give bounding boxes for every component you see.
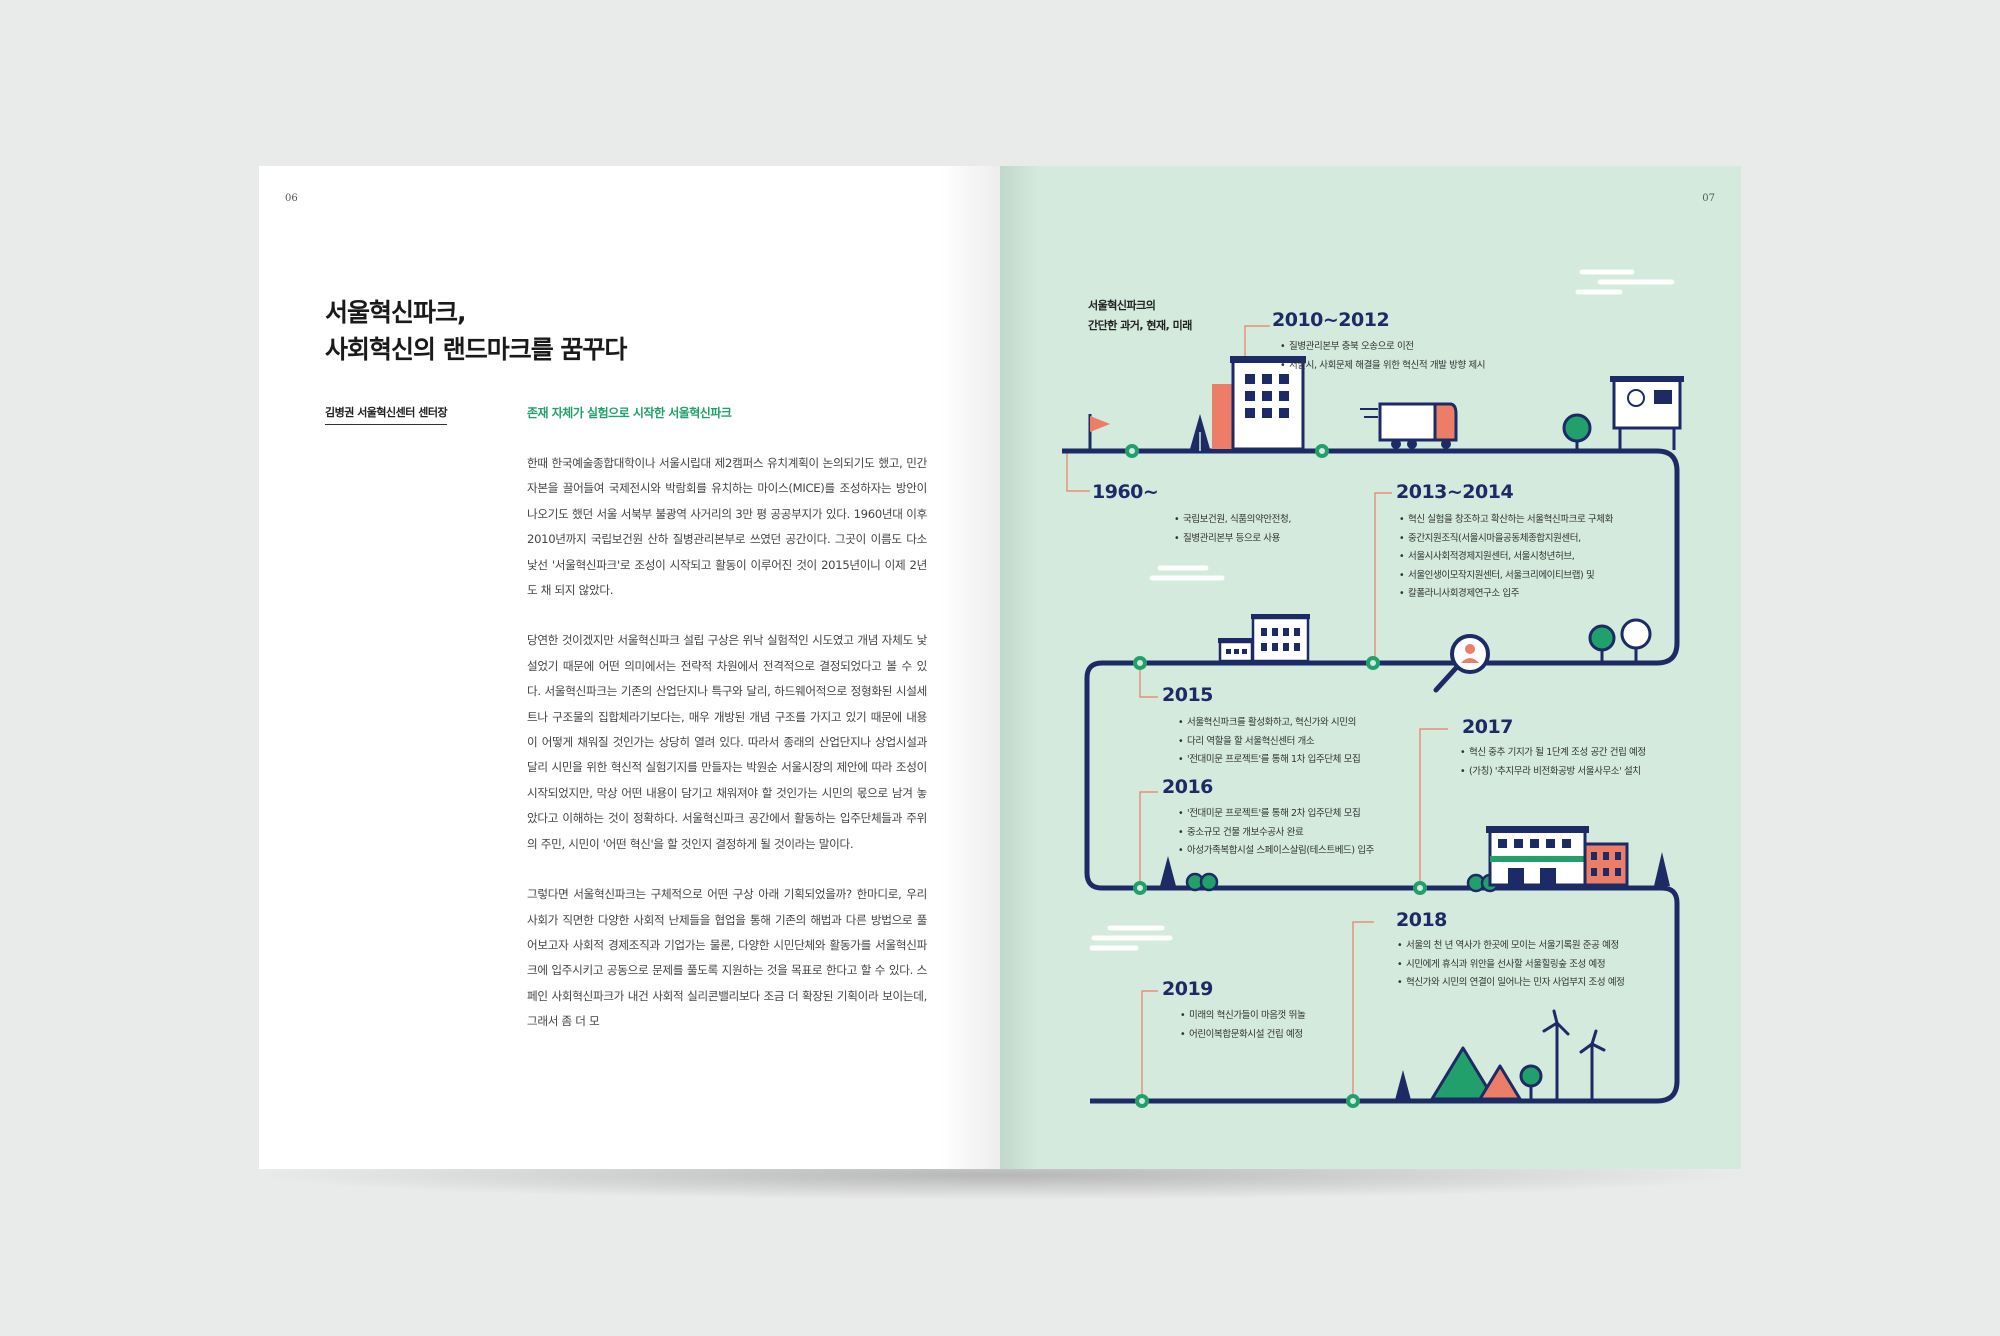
cloud-icon bbox=[1149, 565, 1225, 581]
tree-icon bbox=[1654, 852, 1670, 886]
paragraph: 한때 한국예술종합대학이나 서울시립대 제2캠퍼스 유치계획이 논의되기도 했고… bbox=[527, 456, 927, 598]
bush-icon bbox=[1185, 872, 1219, 892]
timeline-details: 질병관리본부 충북 오송으로 이전 서울시, 사회문제 해결을 위한 혁신적 개… bbox=[1280, 338, 1486, 376]
timeline-detail-item: (가칭) '추지무라 비전화공방 서울사무소' 설치 bbox=[1460, 763, 1646, 782]
timeline-details: '전대미문 프로젝트'를 통해 2차 입주단체 모집 중소규모 건물 개보수공사… bbox=[1178, 805, 1374, 861]
timeline-details: 서울혁신파크를 활성화하고, 혁신가와 시민의 다리 역할을 할 서울혁신센터 … bbox=[1178, 714, 1361, 770]
title-line-1: 서울혁신파크, bbox=[325, 298, 467, 327]
timeline-detail-item: 미래의 혁신가들이 마음껏 뛰놀 bbox=[1180, 1007, 1306, 1026]
timeline-year: 2015 bbox=[1162, 684, 1213, 706]
timeline-detail-item: 칼폴라니사회경제연구소 입주 bbox=[1399, 585, 1613, 604]
timeline-details: 혁신 중추 기지가 될 1단계 조성 공간 건립 예정 (가칭) '추지무라 비… bbox=[1460, 744, 1646, 781]
timeline-detail-item: 서울시사회적경제지원센터, 서울시청년허브, bbox=[1399, 548, 1613, 567]
timeline-detail-item: 다리 역할을 할 서울혁신센터 개소 bbox=[1178, 733, 1360, 752]
author-credit: 김병권 서울혁신센터 센터장 bbox=[325, 404, 448, 425]
timeline-detail-item: 서울시, 사회문제 해결을 위한 혁신적 개발 방향 제시 bbox=[1280, 357, 1486, 376]
wind-turbine-icon bbox=[1542, 1009, 1606, 1101]
timeline-detail-item: 서울의 천 년 역사가 한곳에 모이는 서울기록원 준공 예정 bbox=[1397, 937, 1625, 956]
timeline-detail-item: 서울인생이모작지원센터, 서울크리에이티브랩) 및 bbox=[1399, 567, 1613, 586]
timeline-details: 국립보건원, 식품의약안전청, 질병관리본부 등으로 사용 bbox=[1174, 511, 1291, 548]
article-body: 한때 한국예술종합대학이나 서울시립대 제2캠퍼스 유치계획이 논의되기도 했고… bbox=[527, 451, 927, 1060]
timeline-detail-item: 혁신가와 시민의 연결이 일어나는 민자 사업부지 조성 예정 bbox=[1397, 974, 1625, 993]
title-line-2: 사회혁신의 랜드마크를 꿈꾸다 bbox=[325, 335, 627, 364]
right-page: 07 bbox=[1000, 166, 1741, 1169]
timeline-year: 2019 bbox=[1162, 978, 1213, 1000]
timeline-year: 2010~2012 bbox=[1272, 309, 1390, 331]
paragraph: 당연한 것이겠지만 서울혁신파크 설립 구상은 위낙 실험적인 시도였고 개념 … bbox=[527, 633, 927, 851]
infographic-title: 서울혁신파크의 간단한 과거, 현재, 미래 bbox=[1088, 296, 1192, 336]
left-page: 06 서울혁신파크, 사회혁신의 랜드마크를 꿈꾸다 김병권 서울혁신센터 센터… bbox=[259, 166, 1000, 1169]
timeline-detail-item: 중소규모 건물 개보수공사 완료 bbox=[1178, 824, 1374, 843]
tree-icon bbox=[1395, 1070, 1411, 1100]
timeline-detail-item: 국립보건원, 식품의약안전청, bbox=[1174, 511, 1291, 530]
paragraph: 그렇다면 서울혁신파크는 구체적으로 어떤 구상 아래 기획되었을까? 한마디로… bbox=[527, 887, 927, 1029]
timeline-year: 2013~2014 bbox=[1396, 481, 1514, 503]
timeline-road-illustration bbox=[1062, 269, 1684, 1108]
timeline-detail-item: 서울혁신파크를 활성화하고, 혁신가와 시민의 bbox=[1178, 714, 1360, 733]
section-subheading: 존재 자체가 실험으로 시작한 서울혁신파크 bbox=[527, 406, 732, 420]
tree-icon bbox=[1562, 413, 1592, 450]
timeline-detail-item: 시민에게 휴식과 위안을 선사할 서울힐링숲 조성 예정 bbox=[1397, 956, 1625, 975]
tree-icon bbox=[1519, 1064, 1543, 1100]
timeline-details: 미래의 혁신가들이 마음껏 뛰놀 어린이복합문화시설 건립 예정 bbox=[1180, 1007, 1306, 1045]
page-number-right: 07 bbox=[1702, 193, 1715, 204]
cloud-icon bbox=[1575, 269, 1675, 295]
timeline-marker-icon bbox=[1125, 444, 1427, 1108]
building-icon bbox=[1486, 826, 1629, 887]
timeline-year: 1960~ bbox=[1092, 481, 1159, 503]
truck-icon bbox=[1360, 402, 1458, 449]
mountain-icon bbox=[1430, 1046, 1522, 1101]
timeline-detail-item: 혁신 실험을 창조하고 확산하는 서울혁신파크로 구체화 bbox=[1399, 511, 1613, 530]
timeline-details: 서울의 천 년 역사가 한곳에 모이는 서울기록원 준공 예정 시민에게 휴식과… bbox=[1397, 937, 1625, 993]
plan-board-icon bbox=[1610, 376, 1684, 450]
infographic-title-line: 간단한 과거, 현재, 미래 bbox=[1088, 319, 1192, 332]
tree-icon bbox=[1160, 856, 1176, 886]
timeline-detail-item: 질병관리본부 충북 오송으로 이전 bbox=[1280, 338, 1485, 357]
timeline-detail-item: 아성가족복합시설 스페이스살림(테스트베드) 입주 bbox=[1178, 842, 1374, 861]
timeline-detail-item: 중간지원조직(서울시마을공동체종합지원센터, bbox=[1399, 530, 1613, 549]
timeline-detail-item: 어린이복합문화시설 건립 예정 bbox=[1180, 1026, 1305, 1045]
magnifier-icon bbox=[1433, 634, 1490, 693]
timeline-year: 2018 bbox=[1396, 909, 1447, 931]
timeline-year: 2016 bbox=[1162, 776, 1213, 798]
timeline-detail-item: 혁신 중추 기지가 될 1단계 조성 공간 건립 예정 bbox=[1460, 744, 1646, 763]
timeline-detail-item: 질병관리본부 등으로 사용 bbox=[1174, 530, 1291, 549]
timeline-details: 혁신 실험을 창조하고 확산하는 서울혁신파크로 구체화 중간지원조직(서울시마… bbox=[1399, 511, 1613, 604]
timeline-detail-item: '전대미문 프로젝트'를 통해 2차 입주단체 모집 bbox=[1178, 805, 1374, 824]
cloud-icon bbox=[1089, 925, 1173, 951]
timeline-detail-item: '전대미문 프로젝트'를 통해 1차 입주단체 모집 bbox=[1178, 751, 1361, 770]
tree-icon bbox=[1190, 414, 1210, 451]
infographic-title-line: 서울혁신파크의 bbox=[1088, 299, 1156, 312]
page-number-left: 06 bbox=[285, 193, 298, 204]
building-icon bbox=[1218, 614, 1310, 663]
tree-icon bbox=[1588, 618, 1652, 662]
flag-icon bbox=[1088, 414, 1110, 451]
article-title: 서울혁신파크, 사회혁신의 랜드마크를 꿈꾸다 bbox=[325, 294, 627, 368]
timeline-year: 2017 bbox=[1462, 716, 1513, 738]
